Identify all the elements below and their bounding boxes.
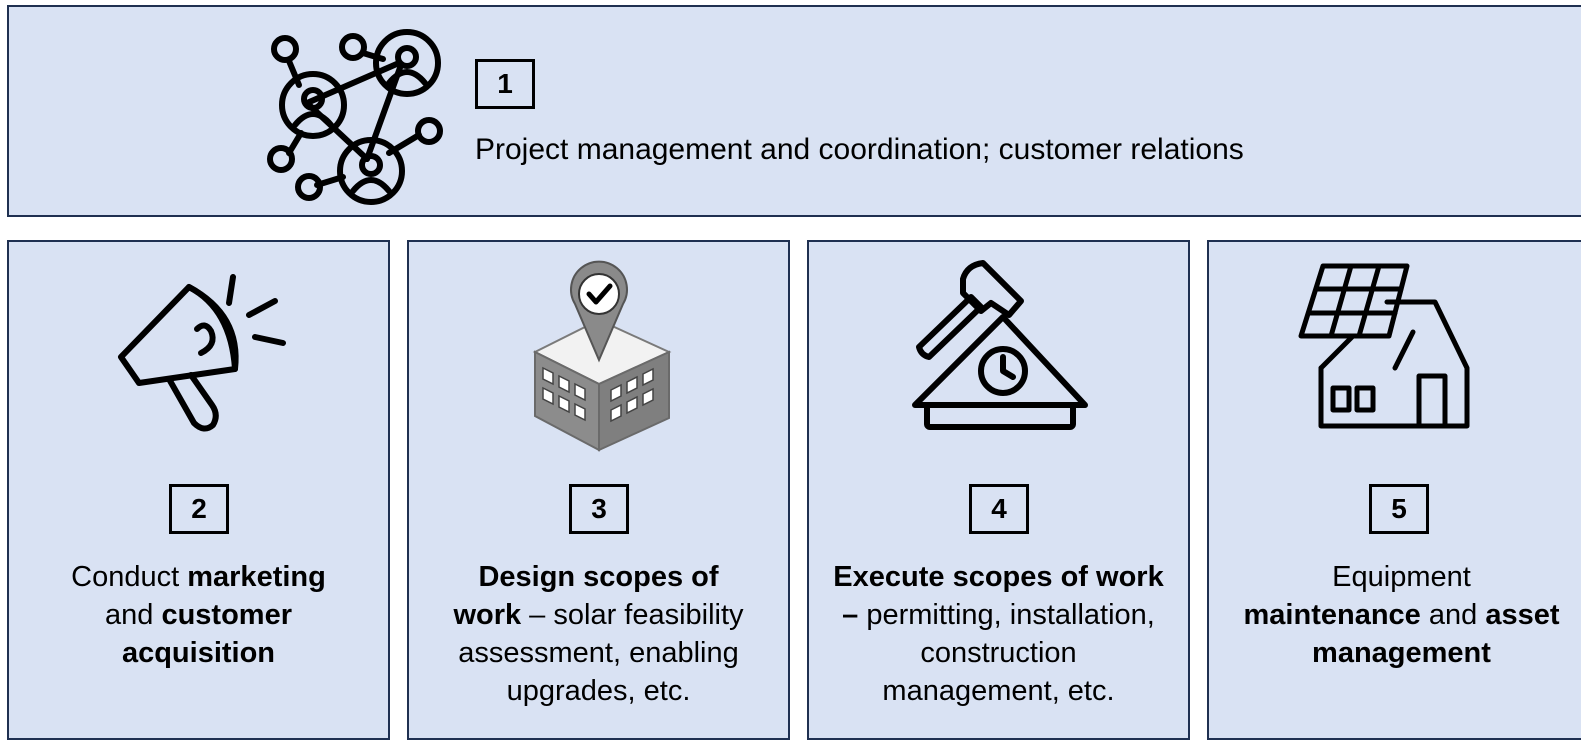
step-card-5: 5 Equipment maintenance and asset manage… bbox=[1207, 240, 1581, 740]
step-4-description: Execute scopes of work – permitting, ins… bbox=[833, 561, 1164, 707]
step-5-description: Equipment maintenance and asset manageme… bbox=[1243, 561, 1560, 669]
top-panel: 1 Project management and coordination; c… bbox=[7, 5, 1581, 217]
step-number-5: 5 bbox=[1369, 484, 1429, 534]
step-2-description: Conduct marketing and customer acquisiti… bbox=[71, 561, 326, 669]
building-location-pin-icon bbox=[532, 260, 672, 452]
megaphone-icon bbox=[118, 274, 286, 432]
hammer-roof-clock-icon bbox=[912, 260, 1088, 430]
step-number-3: 3 bbox=[569, 484, 629, 534]
step-card-2: 2 Conduct marketing and customer acquisi… bbox=[7, 240, 390, 740]
step-number-1: 1 bbox=[475, 59, 535, 109]
step-number-2: 2 bbox=[169, 484, 229, 534]
step-card-4: 4 Execute scopes of work – permitting, i… bbox=[807, 240, 1190, 740]
step-card-3: 3 Design scopes of work – solar feasibil… bbox=[407, 240, 790, 740]
people-network-icon bbox=[267, 29, 443, 205]
step-number-4: 4 bbox=[969, 484, 1029, 534]
solar-house-icon bbox=[1298, 263, 1470, 429]
step-3-description: Design scopes of work – solar feasibilit… bbox=[453, 561, 744, 707]
step-1-description: Project management and coordination; cus… bbox=[475, 133, 1244, 166]
